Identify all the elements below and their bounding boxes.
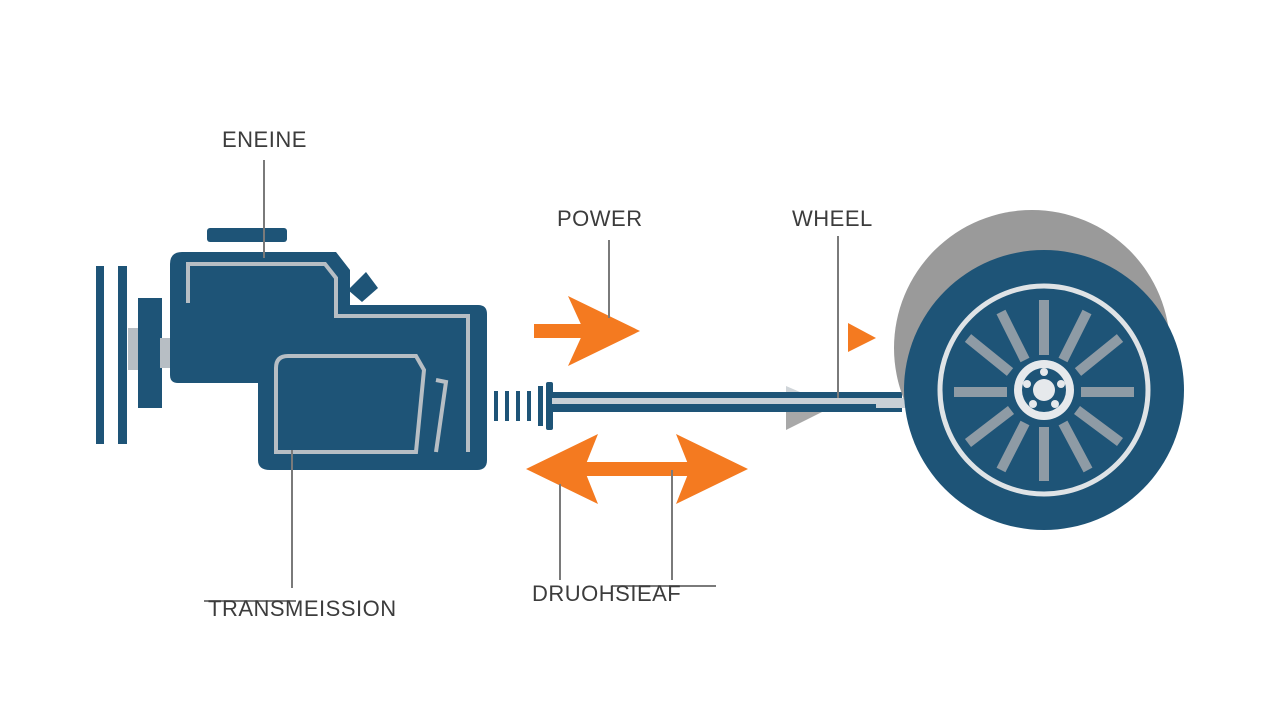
driveshaft-label: DRUOHSIEAF — [532, 581, 682, 606]
power-label: POWER — [557, 206, 643, 231]
wheel-spokes — [954, 300, 1134, 481]
driveshaft-double-arrow-icon — [526, 434, 748, 504]
power-arrow-icon — [534, 296, 640, 366]
wheel-label: WHEEL — [792, 206, 873, 231]
leader-lines — [204, 160, 839, 602]
transmission-icon — [274, 354, 449, 454]
wheel-icon — [894, 210, 1184, 530]
transmission-label: TRANSMEISSION — [208, 596, 397, 621]
driveshaft-icon — [494, 382, 906, 430]
engine-label: ENEINE — [222, 127, 307, 152]
wheel-pointer-arrow-icon — [848, 323, 876, 352]
